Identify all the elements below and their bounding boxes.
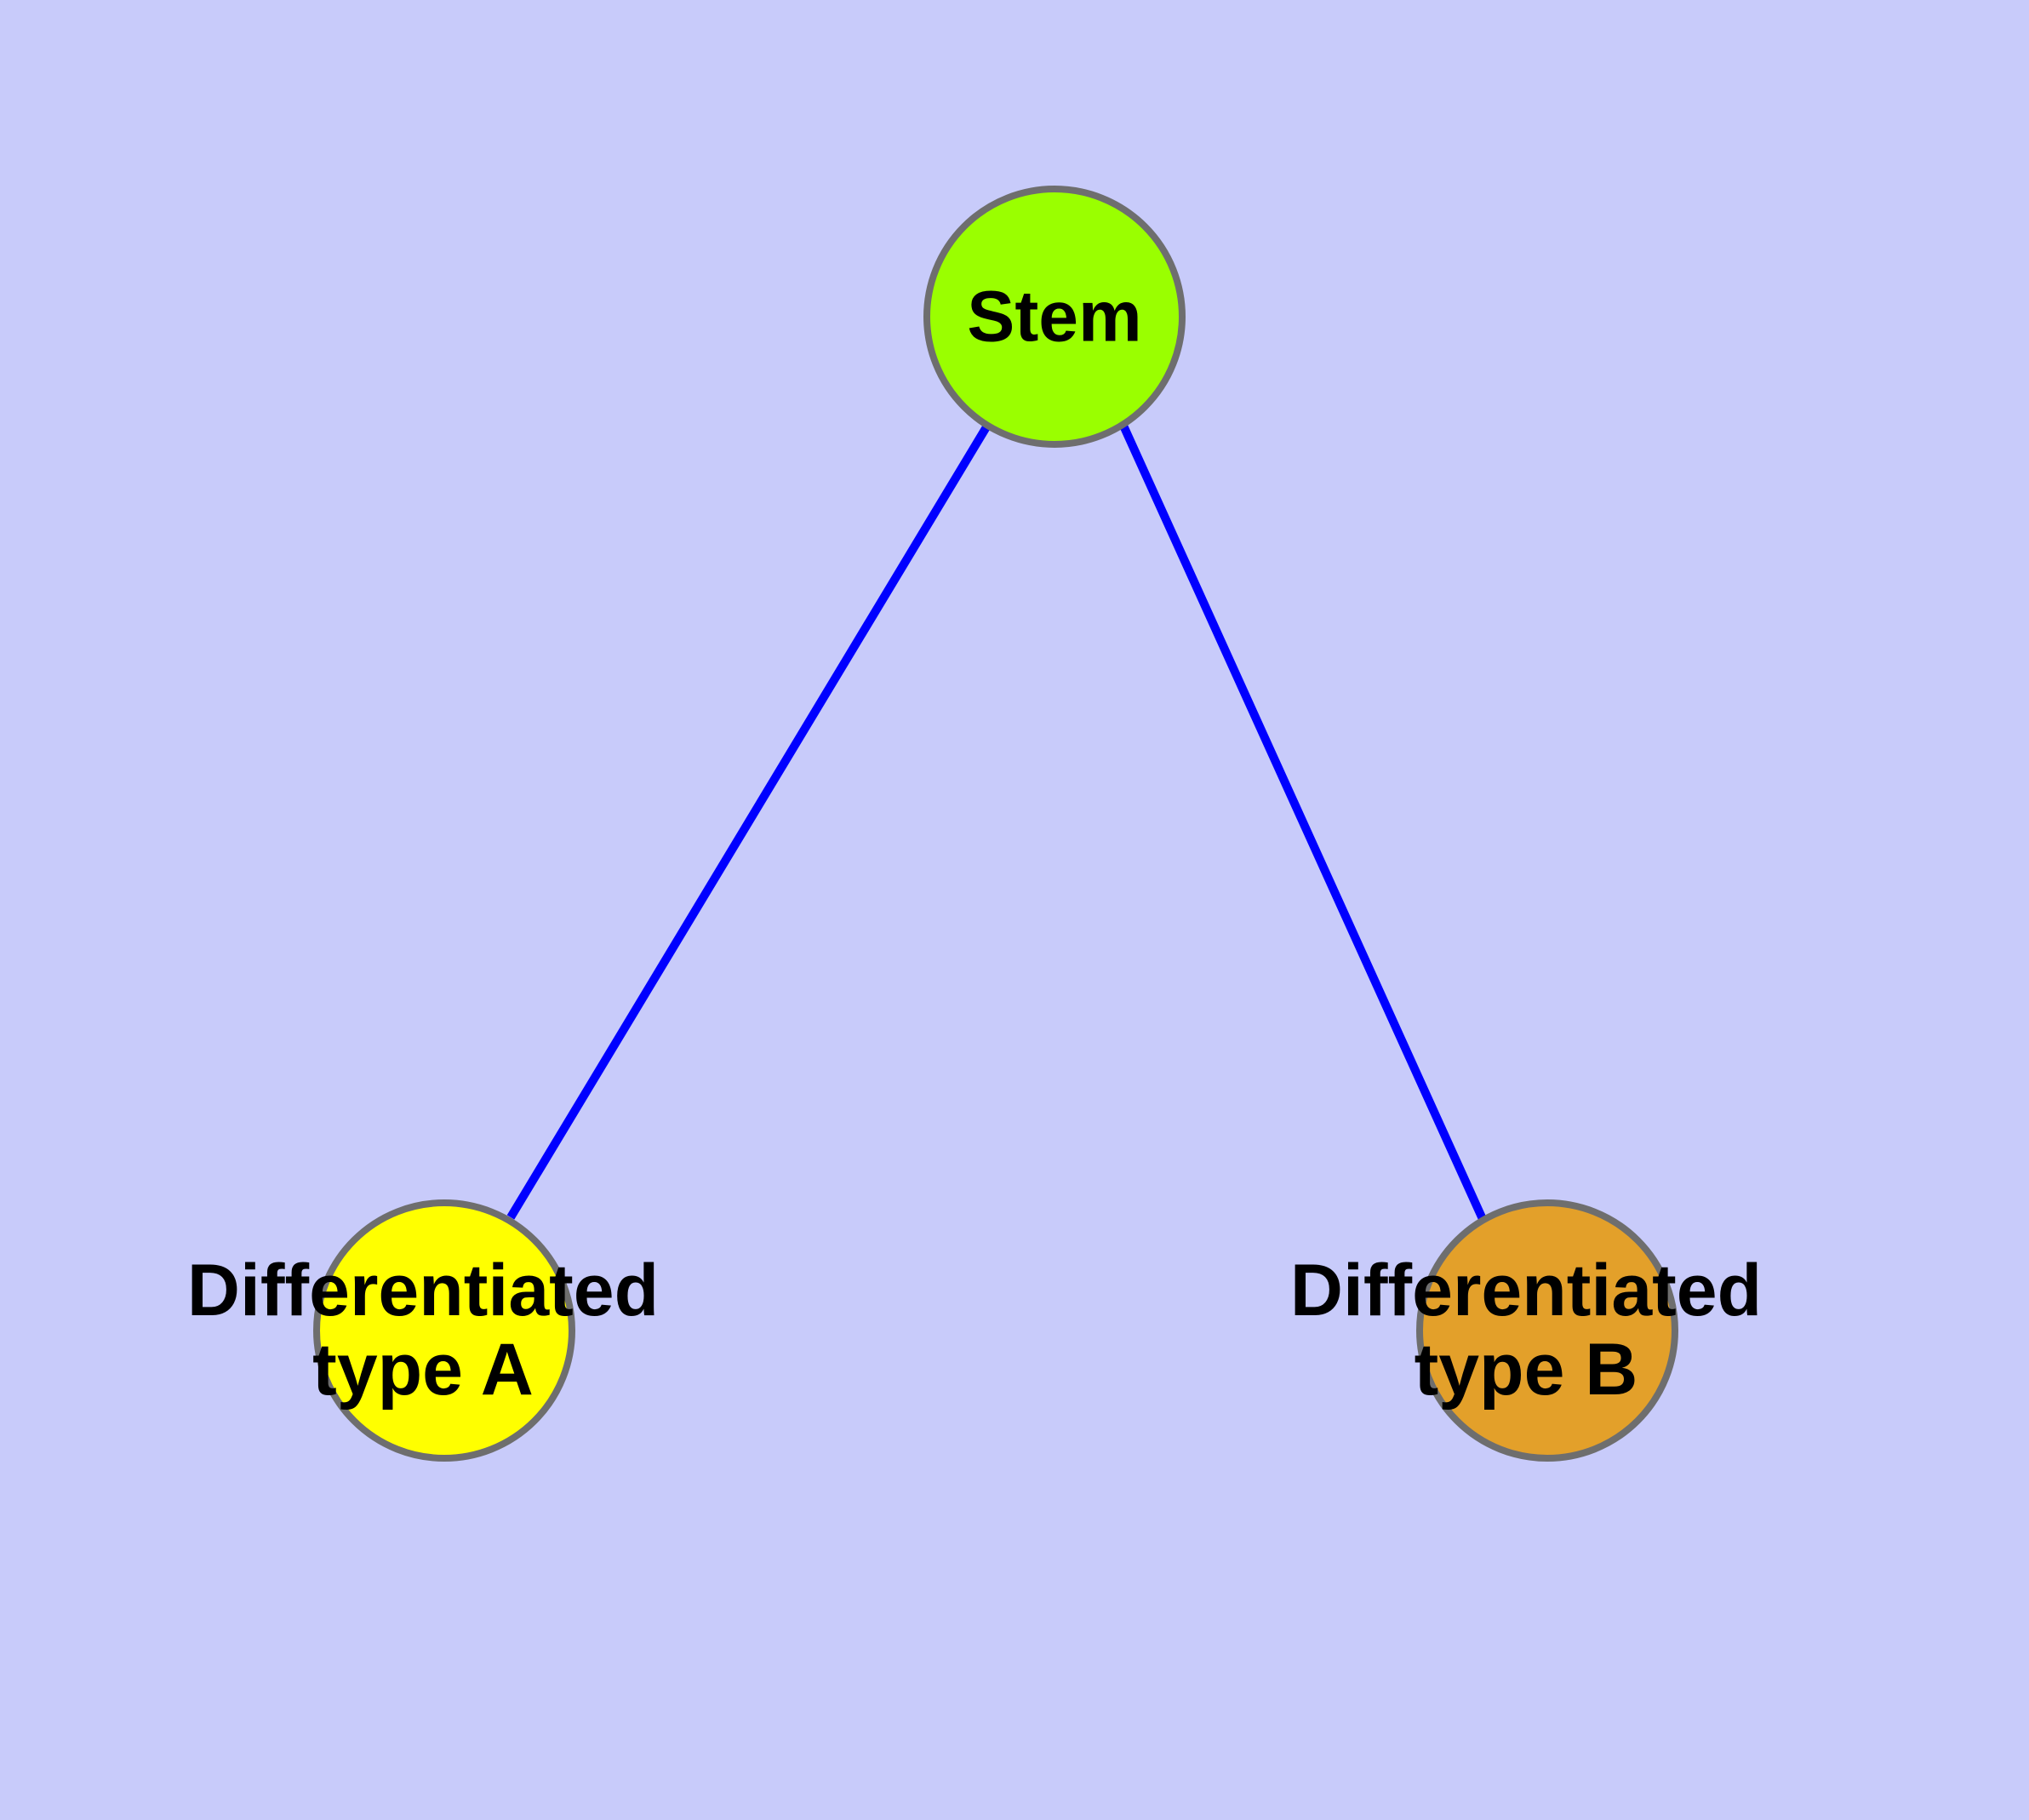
edge-stem-to-diff-type-a[interactable] — [506, 423, 992, 1220]
node-stem[interactable] — [923, 186, 1186, 448]
node-layer — [313, 186, 1678, 1462]
edge-stem-to-diff-type-b[interactable] — [1119, 423, 1487, 1222]
node-diff-type-b[interactable] — [1416, 1199, 1678, 1462]
node-diff-type-a[interactable] — [313, 1199, 575, 1462]
edge-layer — [506, 423, 1487, 1222]
